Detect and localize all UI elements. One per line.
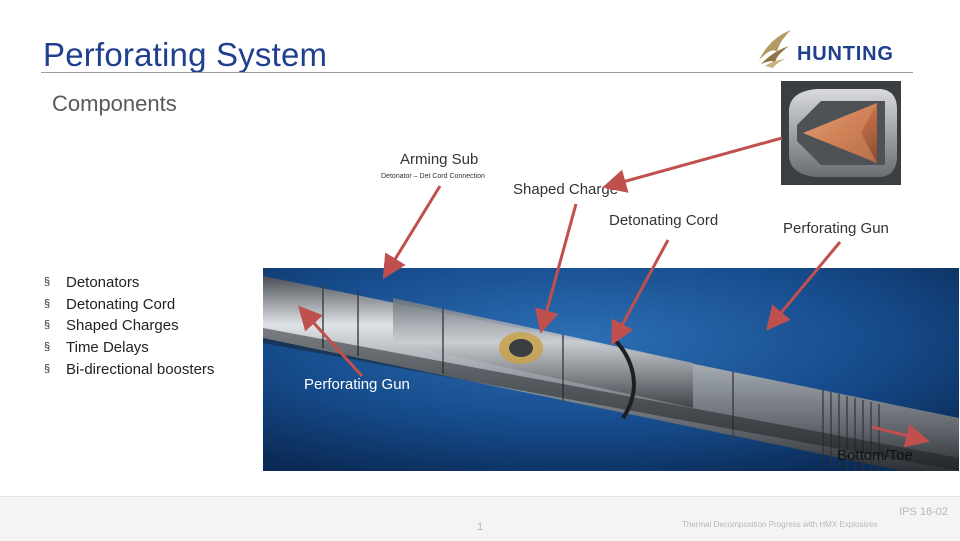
- list-item-label: Bi-directional boosters: [66, 360, 215, 378]
- shaped-charge-image: [781, 81, 901, 185]
- bullet-marker: §: [44, 341, 51, 354]
- arrow-shaped-charge: [602, 136, 783, 193]
- list-item-label: Detonating Cord: [66, 295, 176, 313]
- wing-logo-icon: [759, 30, 791, 68]
- logo-wordmark: HUNTING: [797, 43, 894, 65]
- list-item: § Shaped Charges: [44, 315, 214, 337]
- perforating-gun-image: [263, 268, 959, 471]
- list-item-label: Detonators: [66, 274, 140, 291]
- list-item: § Detonating Cord: [44, 294, 214, 316]
- arrow-arming-sub: [382, 185, 442, 280]
- bullet-marker: §: [44, 362, 51, 375]
- bullet-marker: §: [44, 297, 51, 310]
- slide-subtitle: Components: [52, 91, 177, 116]
- label-perforating-gun-photo: Perforating Gun: [304, 376, 410, 393]
- footer-bar: [0, 496, 960, 541]
- list-item-label: Time Delays: [66, 339, 149, 357]
- title-divider: [41, 72, 913, 73]
- label-perforating-gun-top: Perforating Gun: [783, 220, 889, 237]
- list-item: § Detonators: [44, 272, 214, 294]
- label-bottom-toe: Bottom/Toe: [837, 447, 913, 464]
- bullet-marker: §: [44, 319, 51, 332]
- list-item: § Bi-directional boosters: [44, 359, 214, 381]
- company-logo: HUNTING: [755, 26, 915, 70]
- page-number: 1: [477, 521, 484, 533]
- bullet-marker: §: [44, 276, 51, 288]
- label-shaped-charge: Shaped Charge: [513, 181, 619, 198]
- label-detonating-cord: Detonating Cord: [609, 212, 719, 229]
- footer-code: IPS 16-02: [899, 506, 948, 518]
- footer-text: Thermal Decomposition Progress with HMX …: [682, 520, 878, 529]
- component-list: § Detonators § Detonating Cord § Shaped Cha…: [44, 272, 214, 380]
- label-arming-sub: Arming Sub: [400, 151, 479, 168]
- slide-title: Perforating System: [43, 36, 328, 73]
- label-detonator-connection: Detonator – Det Cord Connection: [381, 173, 485, 180]
- list-item: § Time Delays: [44, 337, 214, 359]
- list-item-label: Shaped Charges: [66, 317, 179, 335]
